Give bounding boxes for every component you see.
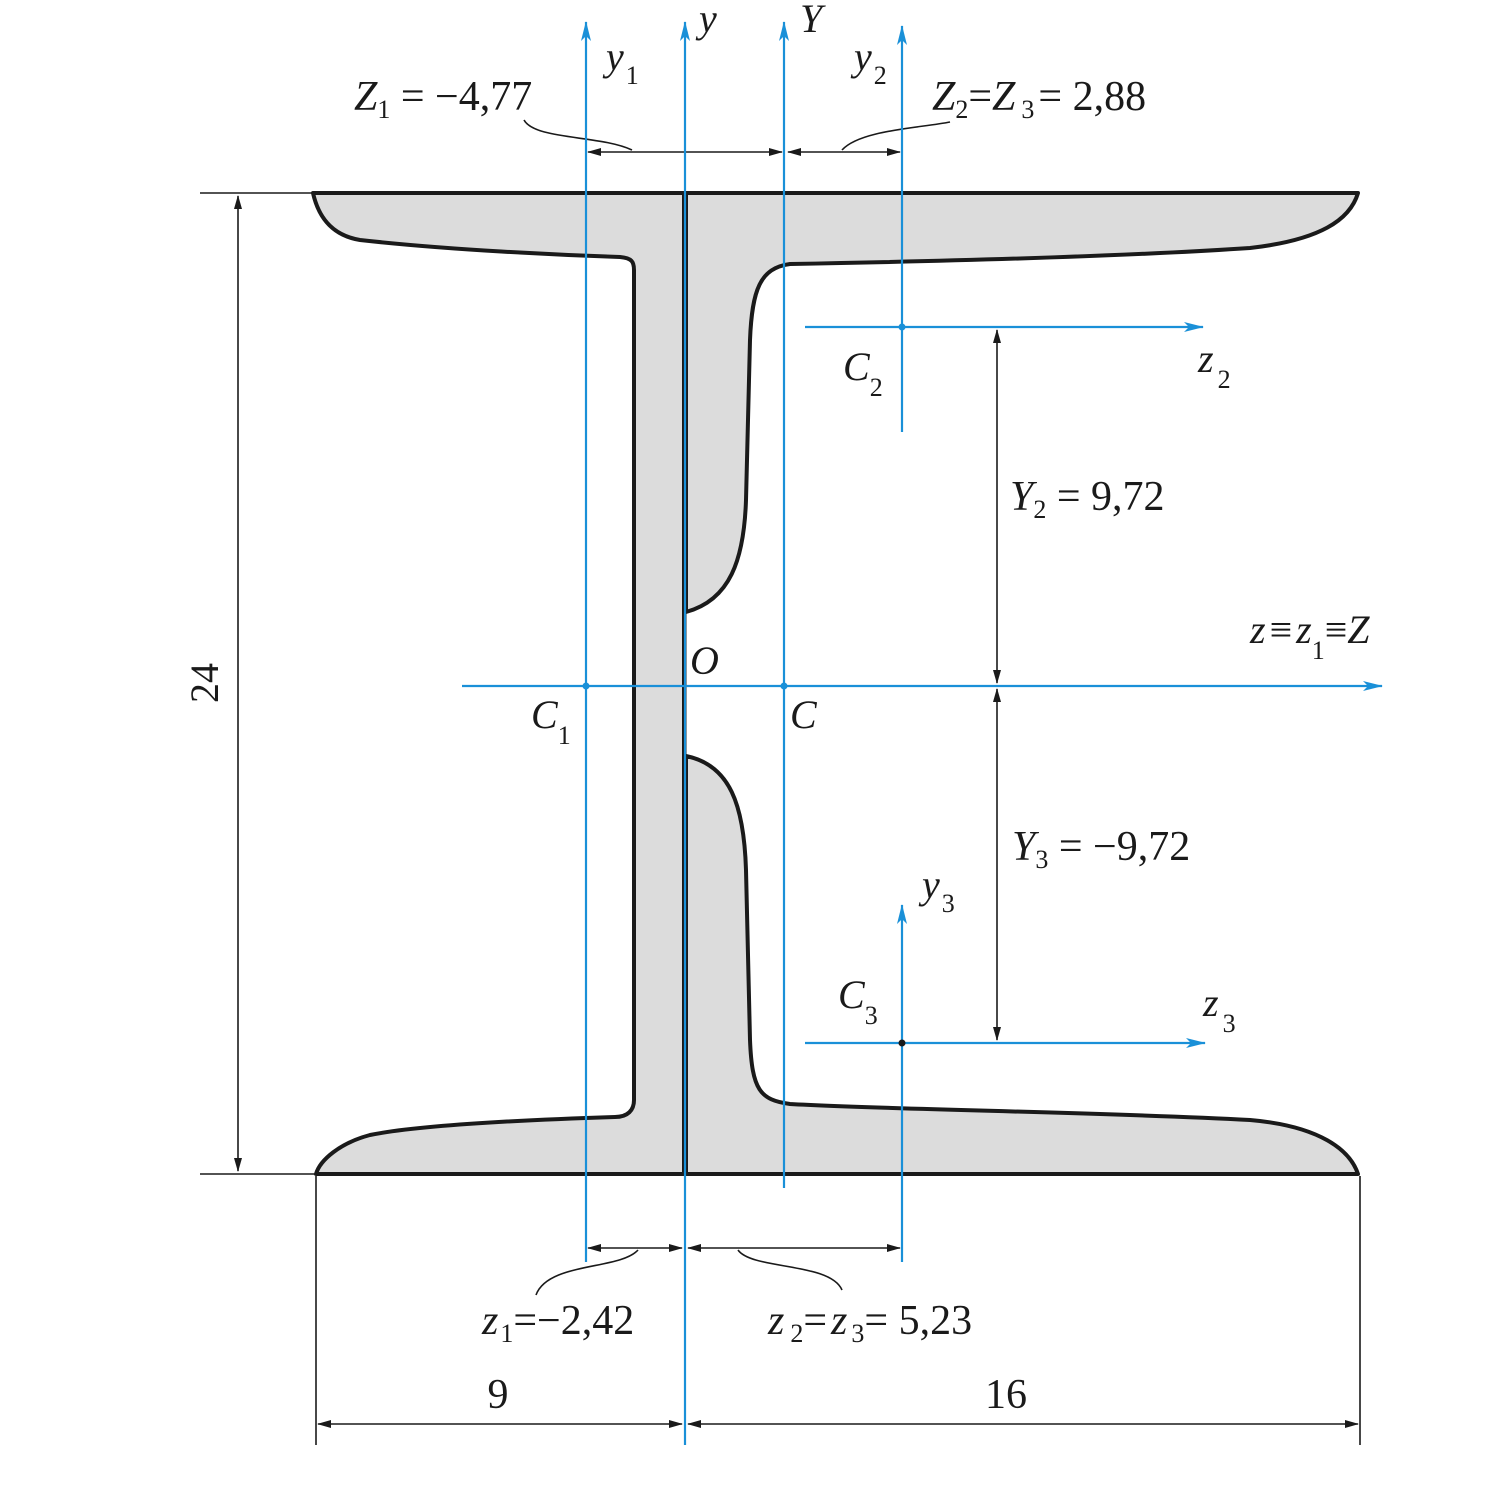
label-Z1: Z1 = −4,77 [354, 74, 532, 124]
label-y3: y3 [918, 862, 955, 918]
point-C [780, 682, 788, 690]
label-z1: z1=−2,42 [481, 1298, 634, 1348]
label-C1: C1 [531, 692, 571, 750]
angle-section [684, 191, 1360, 614]
angle-section-lower [684, 754, 1360, 1176]
right-width-label: 16 [985, 1372, 1027, 1418]
label-C: C [790, 692, 818, 737]
left-width-label: 9 [488, 1372, 509, 1418]
label-common-z: z≡z1≡Z [1249, 607, 1370, 665]
label-C2: C2 [843, 344, 883, 402]
label-Y3: Y3 = −9,72 [1012, 824, 1190, 874]
Z1-leader [523, 119, 633, 151]
point-C2 [898, 323, 906, 331]
label-O: O [690, 638, 719, 683]
z1-leader [535, 1249, 639, 1296]
z23-leader [737, 1249, 843, 1291]
channel-section [311, 191, 686, 1176]
label-y: y [695, 0, 717, 41]
point-C1 [582, 682, 590, 690]
label-y1: y1 [602, 34, 639, 90]
label-Y: Y [800, 0, 826, 41]
Z23-leader [841, 121, 951, 151]
height-label: 24 [182, 663, 227, 703]
label-C3: C3 [838, 972, 878, 1030]
label-y2: y2 [850, 34, 887, 90]
label-Y2: Y2 = 9,72 [1010, 474, 1165, 524]
point-C3 [898, 1039, 906, 1047]
